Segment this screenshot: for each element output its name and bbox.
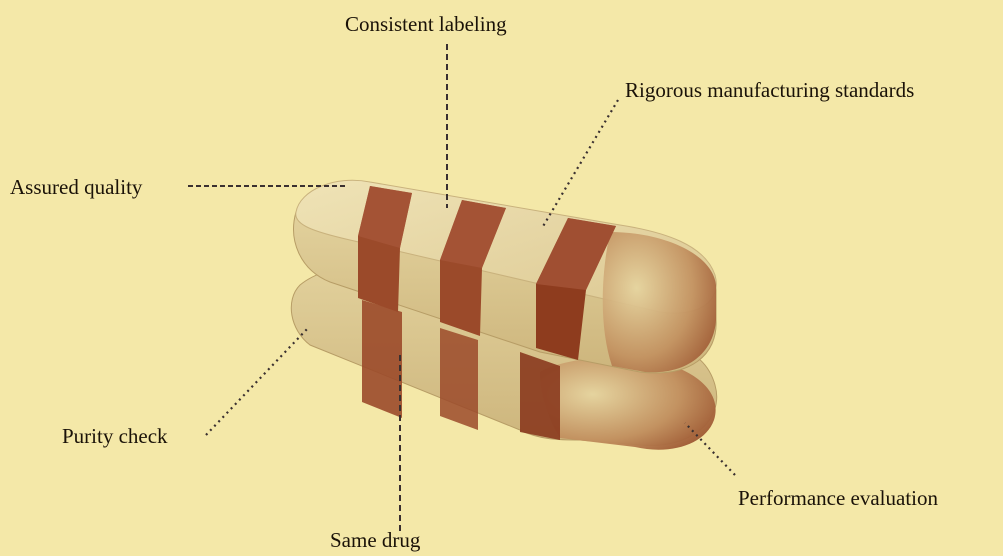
pill-lower-band-1 [362,300,402,418]
leader-line-purity-check [206,328,308,435]
label-consistent-labeling: Consistent labeling [345,14,507,35]
leader-line-performance-evaluation [685,423,735,475]
label-same-drug: Same drug [330,530,420,551]
label-assured-quality: Assured quality [10,177,142,198]
label-rigorous-manufacturing-standards: Rigorous manufacturing standards [625,80,914,101]
label-performance-evaluation: Performance evaluation [738,488,938,509]
leader-line-rigorous-manufacturing [542,100,618,228]
label-purity-check: Purity check [62,426,168,447]
pill-lower-band-2 [440,328,478,430]
pill-lower-band-3 [520,352,560,440]
